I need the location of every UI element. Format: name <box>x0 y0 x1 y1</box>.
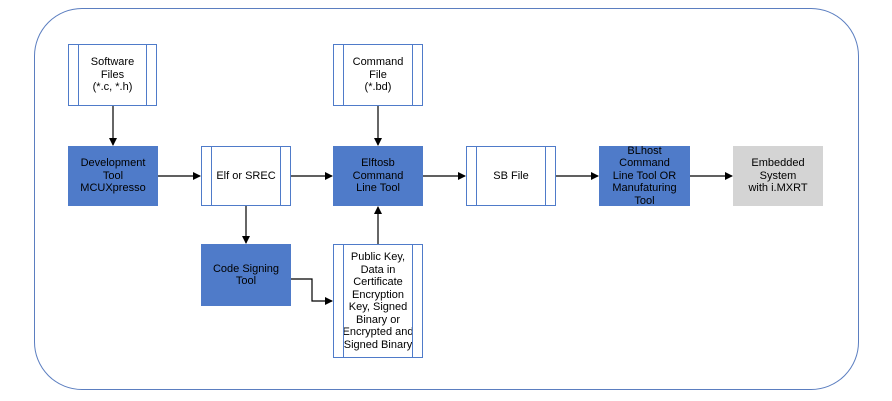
arrow-codesigning-to-keys <box>291 278 333 305</box>
diagram-frame <box>34 8 859 390</box>
elftosb-label: Elftosb Command Line Tool <box>352 157 404 195</box>
embedded-system-label: Embedded System with i.MXRT <box>748 157 808 195</box>
elf-or-srec-node: Elf or SREC <box>201 146 291 206</box>
development-tool-node: Development Tool MCUXpresso <box>68 146 158 206</box>
sb-file-node: SB File <box>466 146 556 206</box>
elf-or-srec-label: Elf or SREC <box>216 169 276 182</box>
elftosb-node: Elftosb Command Line Tool <box>333 146 423 206</box>
development-tool-label: Development Tool MCUXpresso <box>80 157 146 195</box>
code-signing-tool-node: Code Signing Tool <box>201 244 291 306</box>
code-signing-tool-label: Code Signing Tool <box>212 262 280 288</box>
software-files-node: Software Files (*.c, *.h) <box>68 44 157 106</box>
sb-file-label: SB File <box>493 169 529 182</box>
command-file-label: Command File (*.bd) <box>352 56 404 94</box>
blhost-label: BLhost Command Line Tool OR Manufaturing… <box>612 144 677 207</box>
blhost-node: BLhost Command Line Tool OR Manufaturing… <box>599 144 690 207</box>
keys-data-label: Public Key, Data in Certificate Encrypti… <box>342 251 414 351</box>
command-file-node: Command File (*.bd) <box>333 44 423 106</box>
keys-data-node: Public Key, Data in Certificate Encrypti… <box>333 244 423 358</box>
embedded-system-node: Embedded System with i.MXRT <box>733 146 823 206</box>
software-files-label: Software Files (*.c, *.h) <box>90 56 135 94</box>
